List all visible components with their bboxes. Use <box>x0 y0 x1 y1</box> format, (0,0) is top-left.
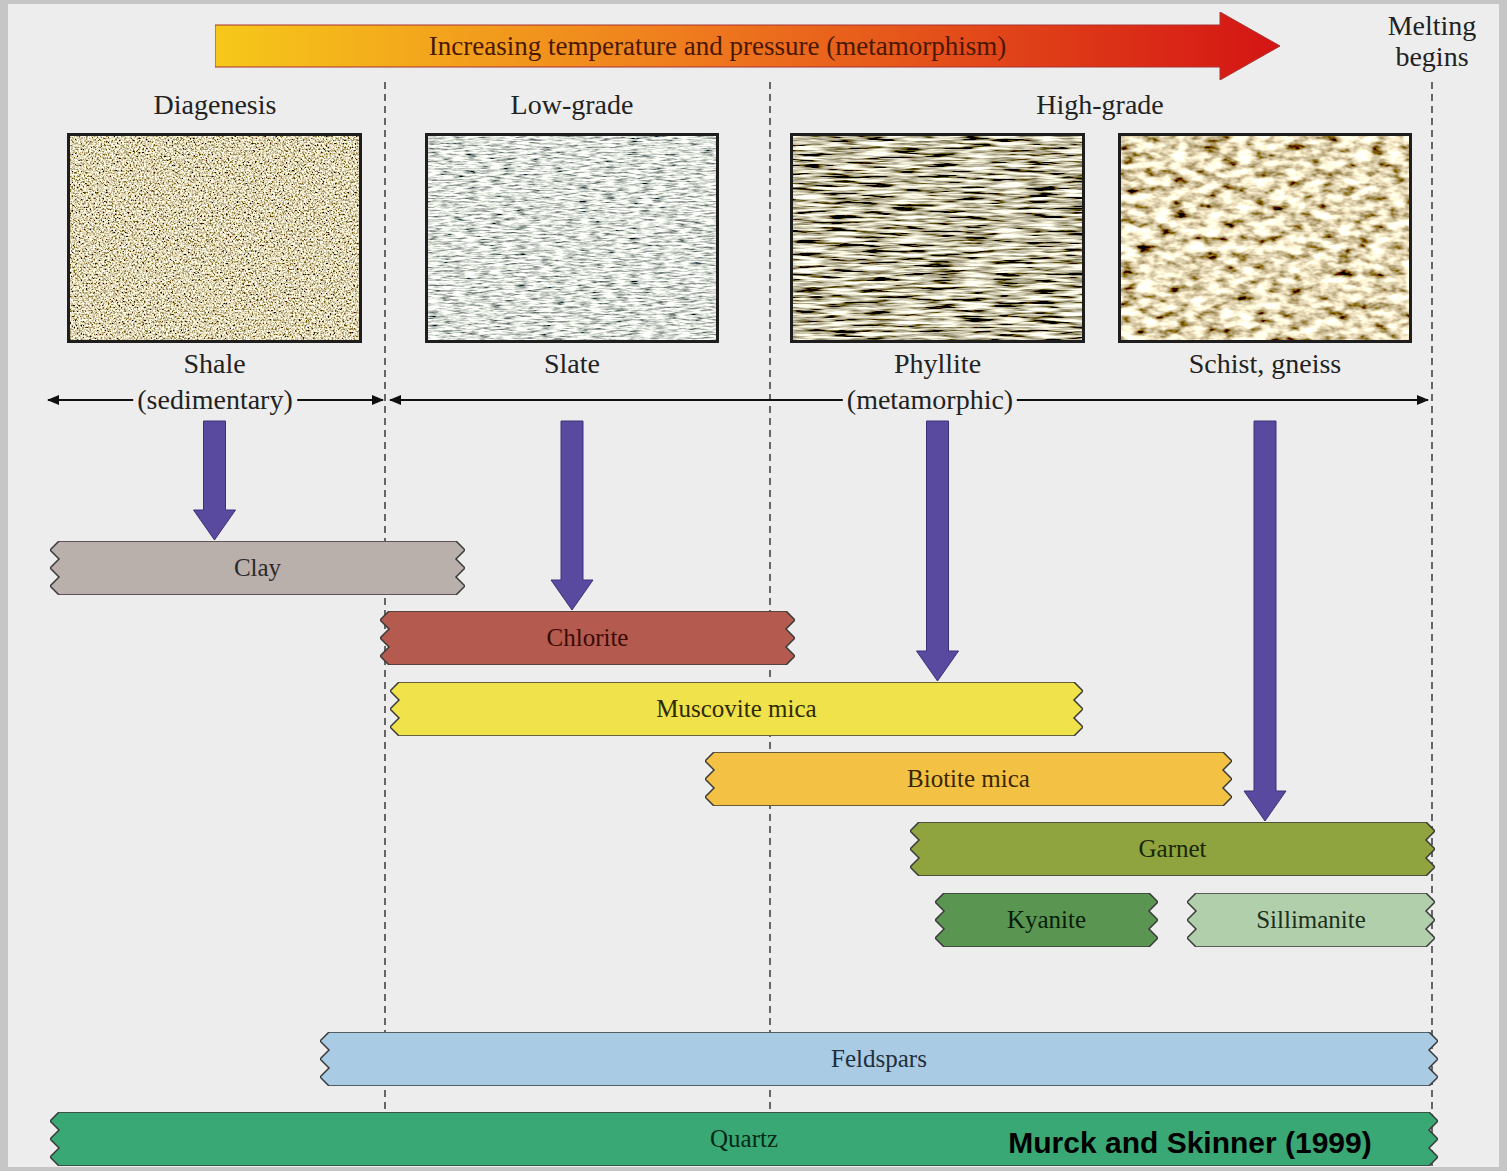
mineral-name: Garnet <box>910 822 1435 876</box>
rock-name: Phyllite <box>770 349 1105 380</box>
rock-class-label: (sedimentary) <box>133 385 297 416</box>
mineral-name: Biotite mica <box>705 752 1232 806</box>
rock-texture <box>428 136 716 340</box>
photo-frame <box>1118 133 1412 343</box>
mineral-band: Biotite mica <box>705 752 1232 806</box>
zone-heading: High-grade <box>1036 90 1164 121</box>
rock-texture <box>70 136 359 340</box>
rock-name: Shale <box>47 349 382 380</box>
rock-name: Schist, gneiss <box>1098 349 1432 380</box>
melting-note: Melting begins <box>1362 11 1502 73</box>
source-credit: Murck and Skinner (1999) <box>1008 1126 1371 1159</box>
photo-frame <box>67 133 362 343</box>
block-arrow <box>194 421 236 540</box>
photo-frame <box>790 133 1085 343</box>
mineral-band: Garnet <box>910 822 1435 876</box>
rock-photo: Shale <box>67 133 362 420</box>
block-arrow <box>917 421 959 681</box>
rock-class-label: (metamorphic) <box>843 385 1017 416</box>
zone-heading: Low-grade <box>511 90 634 121</box>
mineral-band: Chlorite <box>380 611 795 665</box>
mineral-band: Kyanite <box>935 893 1158 947</box>
block-arrow <box>1244 421 1286 821</box>
arrow-label: Increasing temperature and pressure (met… <box>215 25 1220 67</box>
rock-photo: Slate <box>425 133 719 420</box>
mineral-band: Sillimanite <box>1187 893 1435 947</box>
heat-arrow: Increasing temperature and pressure (met… <box>215 12 1280 80</box>
mineral-name: Clay <box>50 541 465 595</box>
mineral-name: Chlorite <box>380 611 795 665</box>
mineral-name: Feldspars <box>320 1032 1438 1086</box>
mineral-band: Muscovite mica <box>390 682 1083 736</box>
mineral-name: Kyanite <box>935 893 1158 947</box>
rock-texture <box>1121 136 1409 340</box>
mineral-band: Feldspars <box>320 1032 1438 1086</box>
rock-photo: Schist, gneiss <box>1118 133 1412 420</box>
mineral-name: Sillimanite <box>1187 893 1435 947</box>
rock-photo: Phyllite <box>790 133 1085 420</box>
panel-ground <box>8 4 1499 1167</box>
mineral-band: Clay <box>50 541 465 595</box>
mineral-name: Muscovite mica <box>390 682 1083 736</box>
block-arrow <box>551 421 593 610</box>
rock-name: Slate <box>405 349 739 380</box>
rock-texture <box>793 136 1082 340</box>
zone-heading: Diagenesis <box>154 90 277 121</box>
photo-frame <box>425 133 719 343</box>
